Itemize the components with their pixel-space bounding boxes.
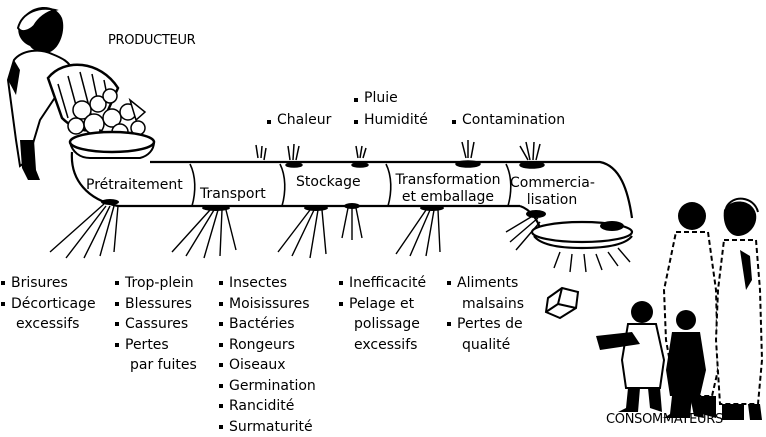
loss-item: Blessures	[114, 294, 197, 315]
loss-item: Pelage et	[338, 294, 426, 315]
loss-item: Moisissures	[218, 294, 316, 315]
consumers-label: CONSOMMATEURS	[606, 412, 723, 427]
loss-item: Germination	[218, 376, 316, 397]
top-factor-pluie: Pluie	[353, 90, 398, 106]
producer-label: PRODUCTEUR	[108, 33, 195, 48]
stage-stockage: Stockage	[296, 174, 361, 191]
loss-item: Brisures	[0, 273, 96, 294]
stage-line: Stockage	[296, 174, 361, 191]
loss-item: qualité	[446, 335, 524, 356]
stage-line: et emballage	[390, 189, 506, 206]
loss-item: Pertes	[114, 335, 197, 356]
loss-item: Pertes de	[446, 314, 524, 335]
loss-item: excessifs	[338, 335, 426, 356]
loss-item: par fuites	[114, 355, 197, 376]
top-factor-humidite: Humidité	[353, 112, 428, 128]
loss-item: Cassures	[114, 314, 197, 335]
loss-item: Oiseaux	[218, 355, 316, 376]
loss-item: polissage	[338, 314, 426, 335]
loss-item: Inefficacité	[338, 273, 426, 294]
loss-item: Aliments	[446, 273, 524, 294]
stage-commercialisation: Commercia- lisation	[510, 175, 594, 209]
top-factor-chaleur: Chaleur	[266, 112, 331, 128]
loss-item: Bactéries	[218, 314, 316, 335]
stage-transport: Transport	[200, 186, 266, 203]
loss-item: malsains	[446, 294, 524, 315]
stage-line: Commercia-	[510, 175, 594, 192]
top-factor-contamination: Contamination	[451, 112, 565, 128]
loss-item: Surmaturité	[218, 417, 316, 437]
top-ingress-marks	[256, 140, 544, 168]
package-icon	[546, 288, 578, 318]
loss-item: Décorticage	[0, 294, 96, 315]
loss-item: Rongeurs	[218, 335, 316, 356]
loss-item: Trop-plein	[114, 273, 197, 294]
stage-line: Prétraitement	[86, 177, 183, 194]
stage-line: Transport	[200, 186, 266, 203]
loss-item: excessifs	[0, 314, 96, 335]
stage-line: Transformation	[390, 172, 506, 189]
stage-line: lisation	[510, 192, 594, 209]
loss-item: Insectes	[218, 273, 316, 294]
loss-item: Rancidité	[218, 396, 316, 417]
stage-pretraitement: Prétraitement	[86, 177, 183, 194]
stage-transformation: Transformation et emballage	[390, 172, 506, 206]
